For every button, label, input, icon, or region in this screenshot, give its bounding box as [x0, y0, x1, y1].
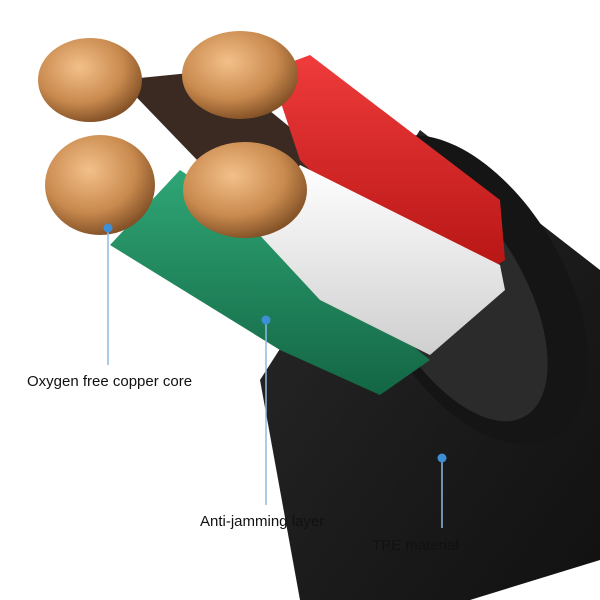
copper-bundle-top-left: [38, 38, 142, 122]
copper-bundle-bottom-right: [183, 142, 307, 238]
callout-dot: [437, 453, 447, 463]
label-tpe-material: TPE material: [372, 537, 459, 554]
copper-bundle-top-right: [182, 31, 298, 119]
label-copper-core: Oxygen free copper core: [27, 373, 193, 390]
label-anti-jamming-layer: Anti-jamming layer: [200, 513, 325, 530]
callout-anti-jamming: [261, 315, 271, 505]
callout-dot: [261, 315, 271, 325]
callout-dot: [103, 223, 113, 233]
green-wire: [110, 170, 430, 395]
callout-tpe: [437, 453, 447, 528]
white-wire: [255, 165, 505, 355]
callout-copper: [103, 223, 113, 365]
copper-bundle-bottom-left: [45, 135, 155, 235]
